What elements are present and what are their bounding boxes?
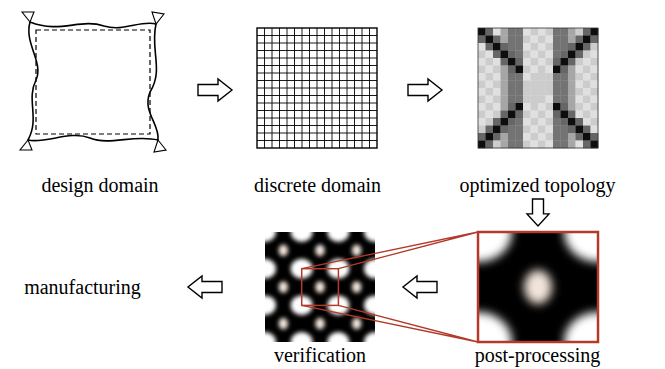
density-map bbox=[478, 28, 598, 148]
zoom-region bbox=[302, 269, 339, 306]
flow-arrow bbox=[408, 79, 442, 101]
flow-arrow bbox=[527, 199, 549, 226]
tiled-structure bbox=[265, 232, 375, 342]
stage-label: optimized topology bbox=[459, 174, 615, 197]
mesh-grid bbox=[257, 28, 377, 148]
flow-arrow bbox=[198, 79, 232, 101]
stage: discrete domain bbox=[240, 20, 395, 197]
deformed-outline bbox=[28, 22, 158, 141]
design-domain-figure bbox=[20, 12, 166, 152]
stage: post-processing bbox=[455, 228, 620, 367]
undeformed-outline bbox=[36, 30, 150, 134]
zoom-line bbox=[302, 232, 478, 342]
stage: optimized topology bbox=[455, 20, 620, 197]
flow-arrow bbox=[403, 276, 437, 298]
flow-arrow bbox=[188, 276, 222, 298]
stage-label: post-processing bbox=[475, 344, 601, 367]
stage: manufacturing bbox=[10, 272, 155, 302]
stage-label: verification bbox=[274, 344, 366, 367]
zoom-frame bbox=[478, 232, 598, 342]
stage: design domain bbox=[10, 8, 190, 197]
stage-label: manufacturing bbox=[24, 276, 141, 299]
smoothed-cell bbox=[478, 232, 598, 342]
support-symbol bbox=[20, 12, 166, 152]
stage-label: discrete domain bbox=[254, 174, 381, 197]
stage-label: design domain bbox=[41, 174, 158, 197]
stage: verification bbox=[255, 228, 385, 367]
